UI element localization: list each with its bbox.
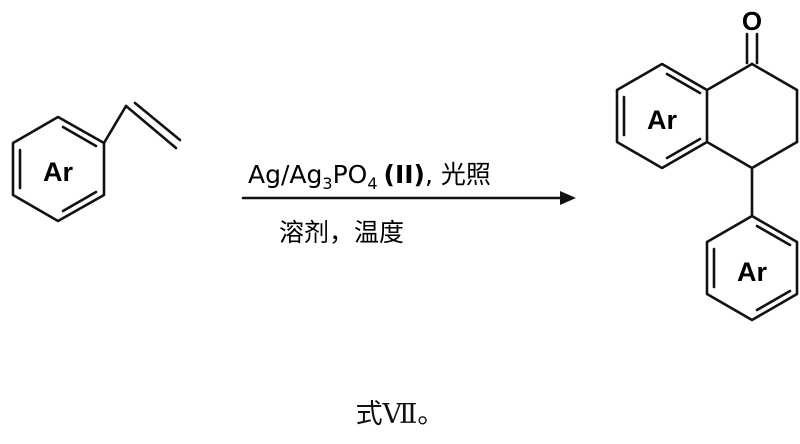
- reagent-condition-text: Ag/Ag3PO4 (II), 光照: [248, 160, 491, 193]
- fused-ar-label: Ar: [647, 105, 677, 135]
- pendant-ar-label: Ar: [737, 257, 767, 287]
- carbonyl-oxygen-atom: O: [742, 6, 762, 36]
- catalyst-label: (II): [384, 160, 425, 189]
- scheme-caption: 式Ⅶ。: [355, 399, 445, 430]
- reactant-ar-label: Ar: [43, 157, 73, 187]
- reactant-aryl-ring: [11, 115, 106, 223]
- product-pendant-aryl-ring: [705, 214, 799, 322]
- reagent-subscript-3: 3: [322, 174, 332, 193]
- reagent-subscript-4: 4: [367, 174, 377, 193]
- product-ketone-ring: [705, 62, 799, 170]
- carbonyl-bond: [745, 32, 759, 65]
- solvent-temperature-text: 溶剂，温度: [279, 218, 404, 247]
- light-label: , 光照: [425, 160, 491, 189]
- reagent-ag-text: Ag/Ag: [248, 160, 322, 189]
- vinyl-group: [102, 101, 182, 150]
- reagent-po-text: PO: [333, 160, 368, 189]
- reaction-arrow: [241, 191, 576, 205]
